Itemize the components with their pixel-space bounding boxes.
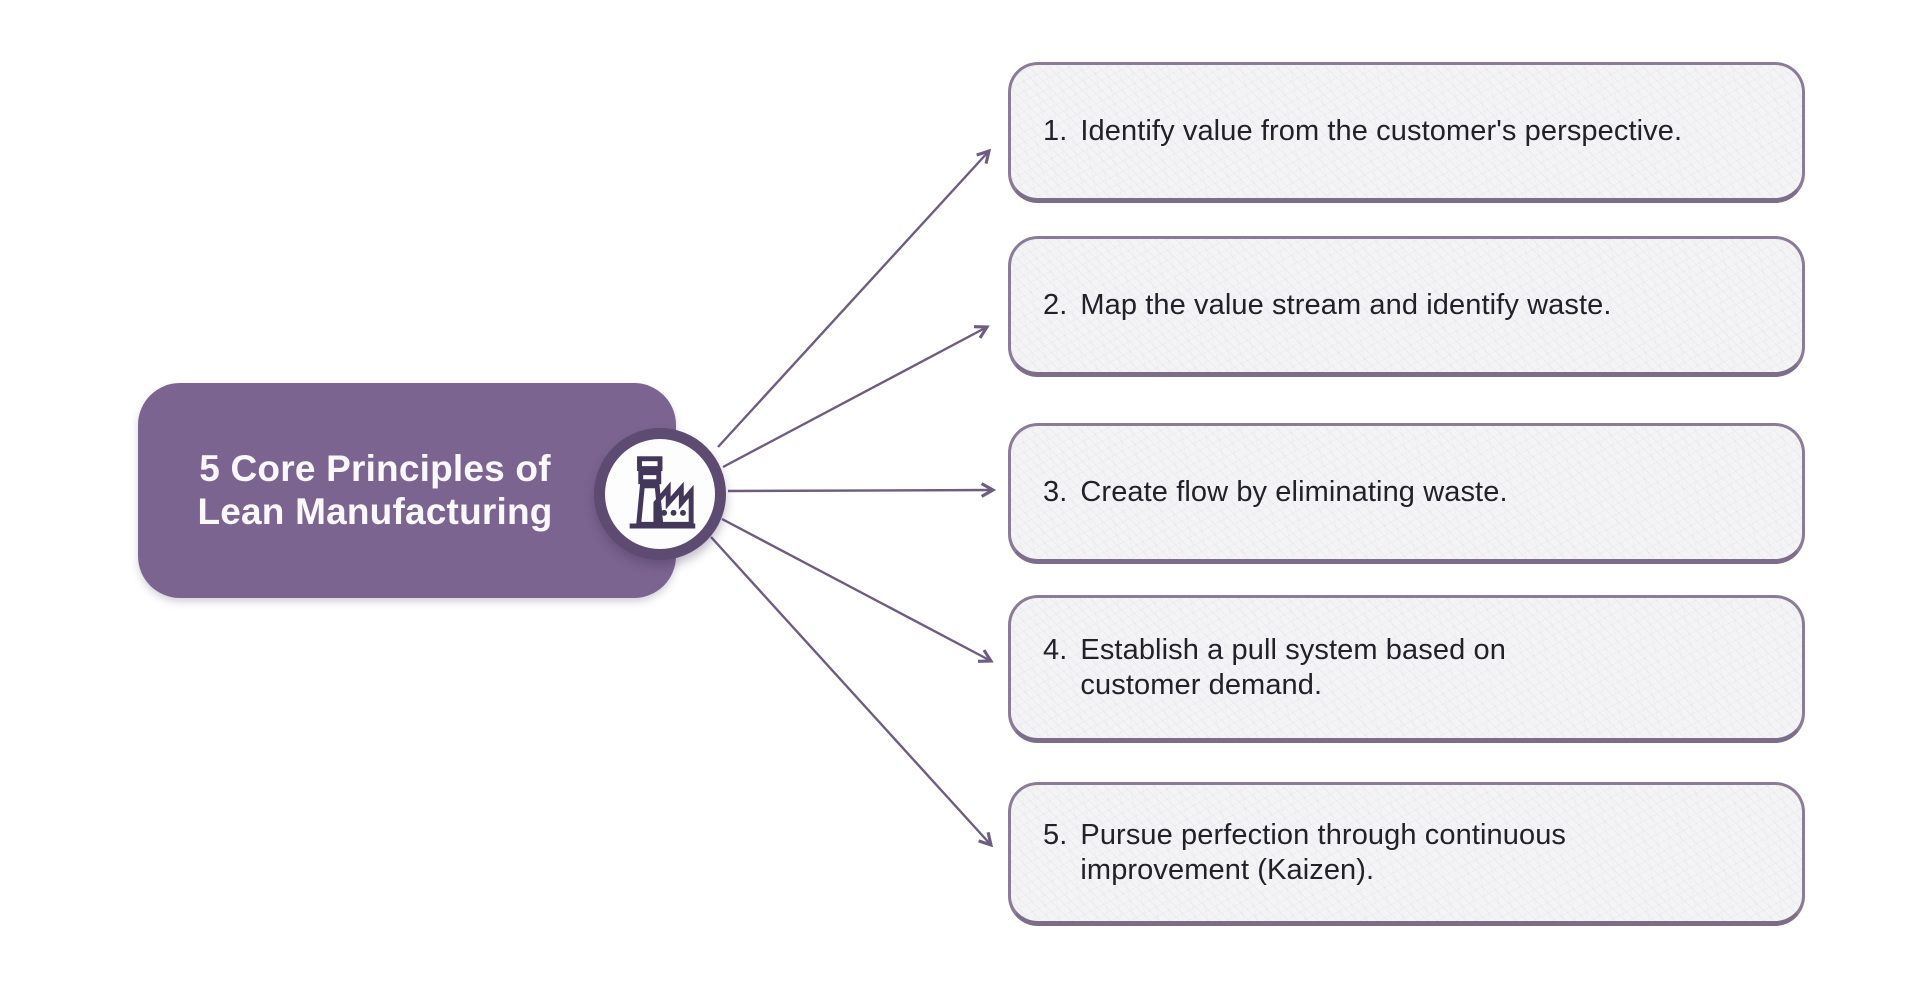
principle-number: 2.: [1043, 288, 1068, 321]
arrow-to-principle-3: [727, 490, 993, 491]
principle-box-3: 3. Create flow by eliminating waste.: [1008, 423, 1805, 564]
principle-box-1: 1. Identify value from the customer's pe…: [1008, 62, 1805, 203]
diagram-title: 5 Core Principles of Lean Manufacturing: [197, 447, 553, 532]
principle-box-2: 2. Map the value stream and identify was…: [1008, 236, 1805, 377]
principle-number: 5.: [1043, 818, 1068, 851]
principle-number: 4.: [1043, 633, 1068, 666]
title-card: 5 Core Principles of Lean Manufacturing: [138, 383, 676, 598]
principle-text: Establish a pull system based on custome…: [1080, 633, 1506, 701]
hub-circle: [594, 428, 726, 560]
factory-icon: [629, 456, 696, 529]
principle-number: 1.: [1043, 114, 1068, 147]
principle-box-5: 5. Pursue perfection through continuous …: [1008, 782, 1805, 926]
factory-windows: [661, 509, 686, 516]
principle-text: Create flow by eliminating waste.: [1080, 475, 1508, 508]
arrow-to-principle-4: [721, 517, 991, 661]
principle-box-4: 4. Establish a pull system based on cust…: [1008, 595, 1805, 743]
arrow-to-principle-1: [717, 151, 989, 448]
principle-text: Map the value stream and identify waste.: [1080, 288, 1612, 321]
principle-text: Identify value from the customer's persp…: [1080, 114, 1683, 147]
principle-text: Pursue perfection through continuous imp…: [1080, 818, 1567, 886]
arrow-to-principle-5: [710, 536, 991, 845]
arrow-to-principle-2: [722, 327, 987, 469]
principle-number: 3.: [1043, 475, 1068, 508]
